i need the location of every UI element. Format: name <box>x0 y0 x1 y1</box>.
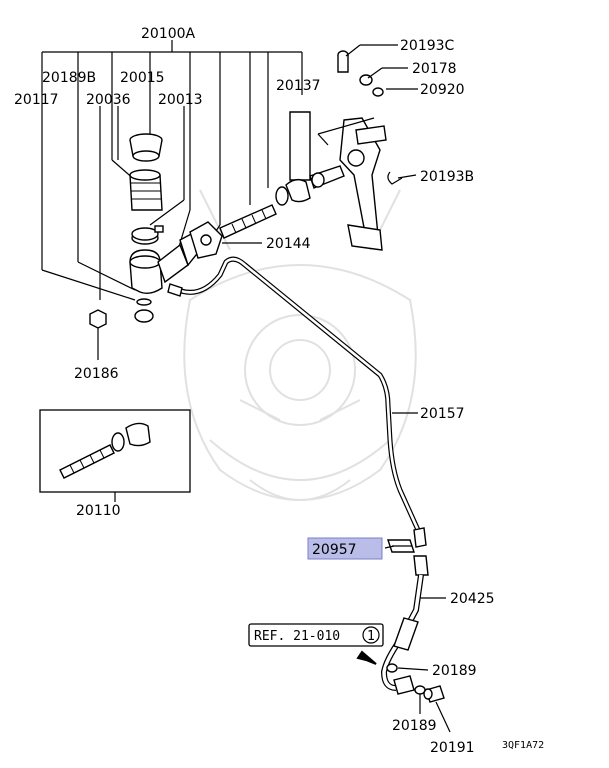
reference-callout: REF. 21-010 1 <box>248 623 384 665</box>
label-20189-upper[interactable]: 20189 <box>432 663 477 679</box>
union-fitting <box>393 675 415 695</box>
label-20013[interactable]: 20013 <box>158 92 203 108</box>
tube-clip <box>387 539 415 553</box>
reference-text: REF. 21-010 <box>254 629 340 644</box>
diagram-code: 3QF1A72 <box>502 740 544 751</box>
clevis-pin <box>337 50 349 73</box>
spring-pin <box>387 171 403 185</box>
part-labels: 20100A 20189B 20015 20117 20036 20013 20… <box>14 26 544 756</box>
label-20186[interactable]: 20186 <box>74 366 119 382</box>
reservoir-cap <box>129 133 163 162</box>
clutch-pedal <box>317 117 387 251</box>
boot <box>285 111 311 203</box>
snap-ring <box>275 186 289 206</box>
union-washer <box>386 663 426 695</box>
label-20144[interactable]: 20144 <box>266 236 311 252</box>
bracket-lines <box>41 40 303 301</box>
bleeder-bolt <box>423 685 445 703</box>
piston-assembly <box>219 204 277 239</box>
label-20193C[interactable]: 20193C <box>400 38 455 54</box>
label-20137[interactable]: 20137 <box>276 78 321 94</box>
label-20178[interactable]: 20178 <box>412 61 457 77</box>
label-20110[interactable]: 20110 <box>76 503 121 519</box>
label-20036[interactable]: 20036 <box>86 92 131 108</box>
label-20157[interactable]: 20157 <box>420 406 465 422</box>
label-20189B[interactable]: 20189B <box>42 70 96 86</box>
reservoir-hose <box>129 169 163 211</box>
push-rod <box>309 165 345 189</box>
clutch-hose <box>380 555 429 691</box>
mounting-gasket <box>189 221 223 259</box>
label-20117[interactable]: 20117 <box>14 92 59 108</box>
label-20920[interactable]: 20920 <box>420 82 465 98</box>
hose-clamp <box>131 225 164 245</box>
highlight-20957 <box>307 537 383 560</box>
reference-arrow-icon <box>356 650 377 665</box>
label-20425[interactable]: 20425 <box>450 591 495 607</box>
label-20191[interactable]: 20191 <box>430 740 475 756</box>
label-20957[interactable]: 20957 <box>312 542 357 558</box>
label-20100A[interactable]: 20100A <box>141 26 196 42</box>
clutch-tube <box>167 256 427 548</box>
master-cylinder-body <box>129 230 201 323</box>
reference-circle-number: 1 <box>367 629 375 644</box>
label-20189-lower[interactable]: 20189 <box>392 718 437 734</box>
repair-kit-box <box>39 409 191 502</box>
watermark-logo <box>183 189 417 501</box>
mount-nut <box>89 309 107 329</box>
leader-lines <box>97 44 451 733</box>
label-20015[interactable]: 20015 <box>120 70 165 86</box>
label-20193B[interactable]: 20193B <box>420 169 474 185</box>
pin-bushing <box>372 87 384 97</box>
